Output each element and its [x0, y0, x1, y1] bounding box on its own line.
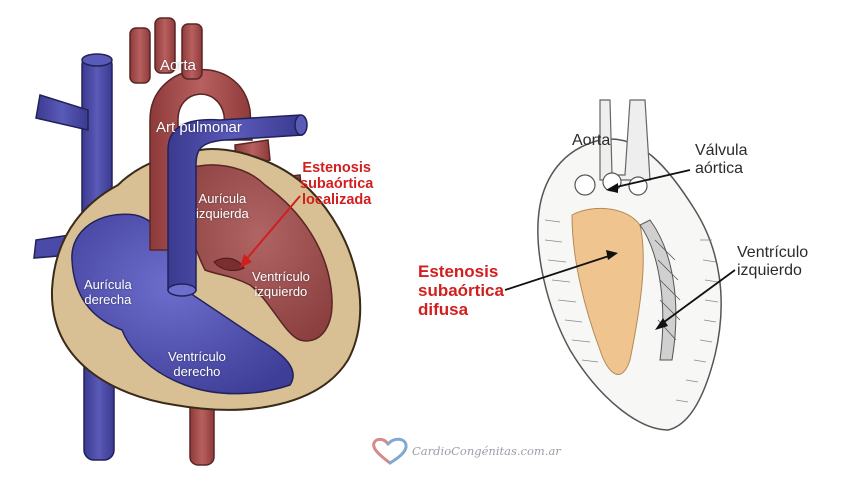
diffuse-narrowing — [571, 207, 644, 375]
label-aorta-right: Aorta — [572, 132, 611, 149]
callout-difusa: Estenosis subaórtica difusa — [418, 262, 504, 320]
left-atrium-ventricle — [183, 164, 333, 342]
left-heart — [33, 17, 362, 466]
label-ventriculo-izquierdo-right: Ventrículo izquierdo — [737, 244, 809, 279]
label-ventriculo-izquierdo-left: Ventrículo izquierdo — [252, 269, 310, 299]
watermark-text: CardioCongénitas.com.ar — [412, 444, 561, 458]
label-art-pulmonar: Art pulmonar — [156, 119, 242, 136]
pointer-valvula — [611, 169, 691, 189]
right-heart — [504, 99, 736, 431]
label-aorta-left: Aorta — [160, 57, 196, 74]
label-auricula-izquierda: Aurícula izquierda — [196, 191, 249, 221]
callout-arrow-localizada — [243, 195, 301, 263]
watermark-logo: CardioCongénitas.com.ar — [370, 436, 561, 466]
label-ventriculo-derecho: Ventrículo derecho — [168, 349, 226, 379]
pointer-ventriculo — [659, 269, 736, 326]
right-atrium-ventricle — [71, 213, 294, 395]
callout-localizada: Estenosis subaórtica localizada — [300, 160, 374, 209]
brachiocephalic-vein — [35, 94, 89, 131]
heart-logo-icon — [372, 437, 408, 465]
label-auricula-derecha: Aurícula derecha — [84, 277, 132, 307]
pointer-difusa — [504, 254, 613, 291]
subaortic-ridge — [213, 257, 245, 271]
label-valvula-aortica: Válvula aórtica — [695, 142, 748, 177]
